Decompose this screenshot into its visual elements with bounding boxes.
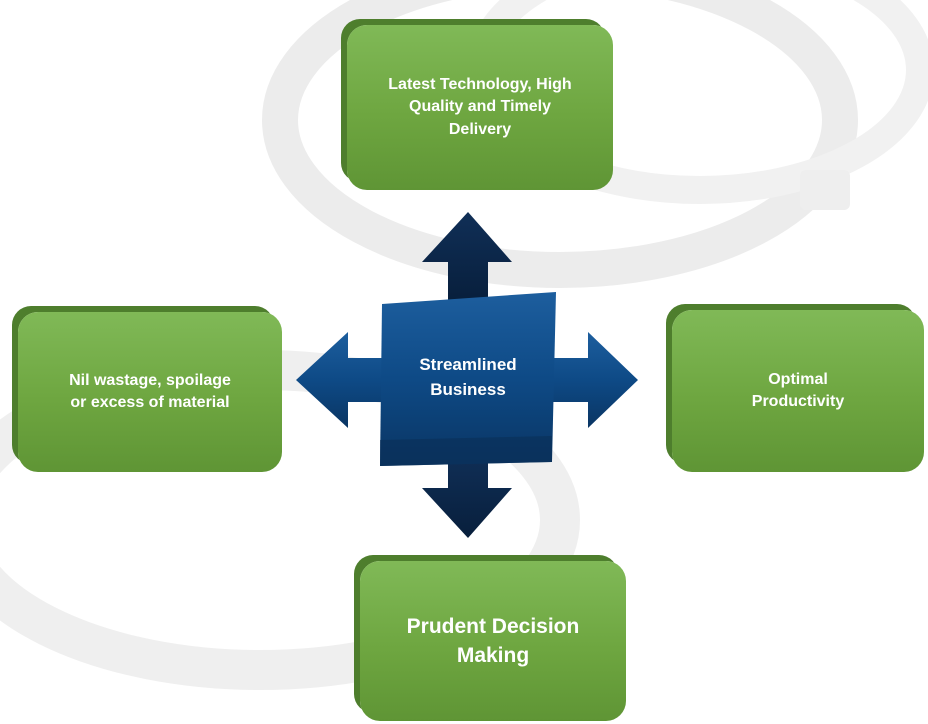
arrow-left [296,332,392,428]
box-top-label: Latest Technology, High Quality and Time… [388,75,572,138]
center-label-text: Streamlined Business [419,355,517,399]
center-block-shade [380,436,552,466]
box-technology-quality: Latest Technology, High Quality and Time… [347,25,613,190]
center-block [380,292,556,466]
box-optimal-productivity: Optimal Productivity [672,310,924,472]
arrow-up [422,212,512,302]
arrow-down [422,452,512,538]
box-bottom-label: Prudent Decision Making [406,614,580,667]
box-left-label: Nil wastage, spoilage or excess of mater… [69,371,231,411]
box-right-label: Optimal Productivity [751,370,845,410]
arrow-right [548,332,638,428]
box-prudent-decision: Prudent Decision Making [360,561,626,721]
box-nil-wastage: Nil wastage, spoilage or excess of mater… [18,312,282,472]
center-label: Streamlined Business [384,340,552,416]
